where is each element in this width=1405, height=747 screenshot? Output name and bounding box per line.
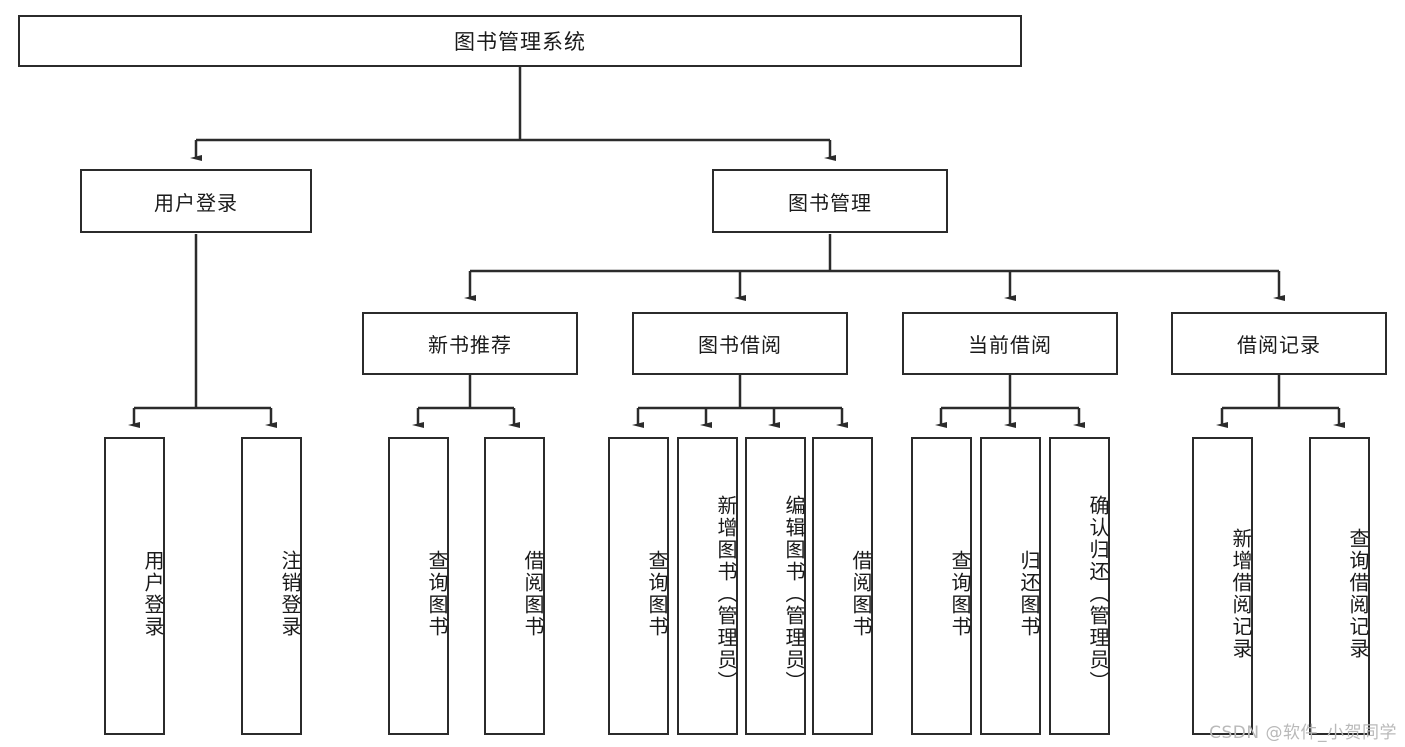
node-label: 编辑图书（管理员）	[782, 495, 806, 693]
node-new-book-recommend[interactable]: 新书推荐	[362, 312, 578, 375]
node-current-borrow[interactable]: 当前借阅	[902, 312, 1118, 375]
node-book-borrow[interactable]: 图书借阅	[632, 312, 848, 375]
leaf-user-login-login[interactable]: 用户登录	[104, 437, 165, 735]
leaf-book-borrow-query-book[interactable]: 查询图书	[608, 437, 669, 735]
leaf-borrow-record-add-record[interactable]: 新增借阅记录	[1192, 437, 1253, 735]
leaf-book-borrow-edit-book-admin[interactable]: 编辑图书（管理员）	[745, 437, 806, 735]
node-label: 查询图书	[645, 550, 669, 638]
leaf-book-borrow-add-book-admin[interactable]: 新增图书（管理员）	[677, 437, 738, 735]
node-label: 用户登录	[154, 190, 238, 215]
node-user-login[interactable]: 用户登录	[80, 169, 312, 233]
node-label: 借阅图书	[521, 550, 545, 638]
node-label: 归还图书	[1017, 550, 1041, 638]
node-label: 用户登录	[141, 550, 165, 638]
node-book-management[interactable]: 图书管理	[712, 169, 948, 233]
node-label: 图书借阅	[698, 333, 782, 357]
node-label: 借阅记录	[1237, 333, 1321, 357]
node-label: 新书推荐	[428, 333, 512, 357]
node-label: 查询图书	[948, 550, 972, 638]
leaf-current-borrow-confirm-return-admin[interactable]: 确认归还（管理员）	[1049, 437, 1110, 735]
leaf-borrow-record-query-record[interactable]: 查询借阅记录	[1309, 437, 1370, 735]
csdn-watermark: CSDN @软件_小贺同学	[1209, 723, 1397, 743]
node-label: 新增借阅记录	[1229, 528, 1253, 660]
leaf-user-login-logout[interactable]: 注销登录	[241, 437, 302, 735]
node-label: 新增图书（管理员）	[714, 495, 738, 693]
leaf-new-book-borrow-book[interactable]: 借阅图书	[484, 437, 545, 735]
node-root-book-management-system[interactable]: 图书管理系统	[18, 15, 1022, 67]
node-label: 注销登录	[278, 550, 302, 638]
leaf-book-borrow-borrow-book[interactable]: 借阅图书	[812, 437, 873, 735]
leaf-new-book-query-book[interactable]: 查询图书	[388, 437, 449, 735]
node-label: 查询借阅记录	[1346, 528, 1370, 660]
leaf-current-borrow-query-book[interactable]: 查询图书	[911, 437, 972, 735]
node-label: 当前借阅	[968, 333, 1052, 357]
node-label: 图书管理	[788, 190, 872, 215]
leaf-current-borrow-return-book[interactable]: 归还图书	[980, 437, 1041, 735]
node-label: 查询图书	[425, 550, 449, 638]
node-label: 借阅图书	[849, 550, 873, 638]
node-borrow-record[interactable]: 借阅记录	[1171, 312, 1387, 375]
node-label: 确认归还（管理员）	[1086, 495, 1110, 693]
node-label: 图书管理系统	[454, 30, 586, 54]
